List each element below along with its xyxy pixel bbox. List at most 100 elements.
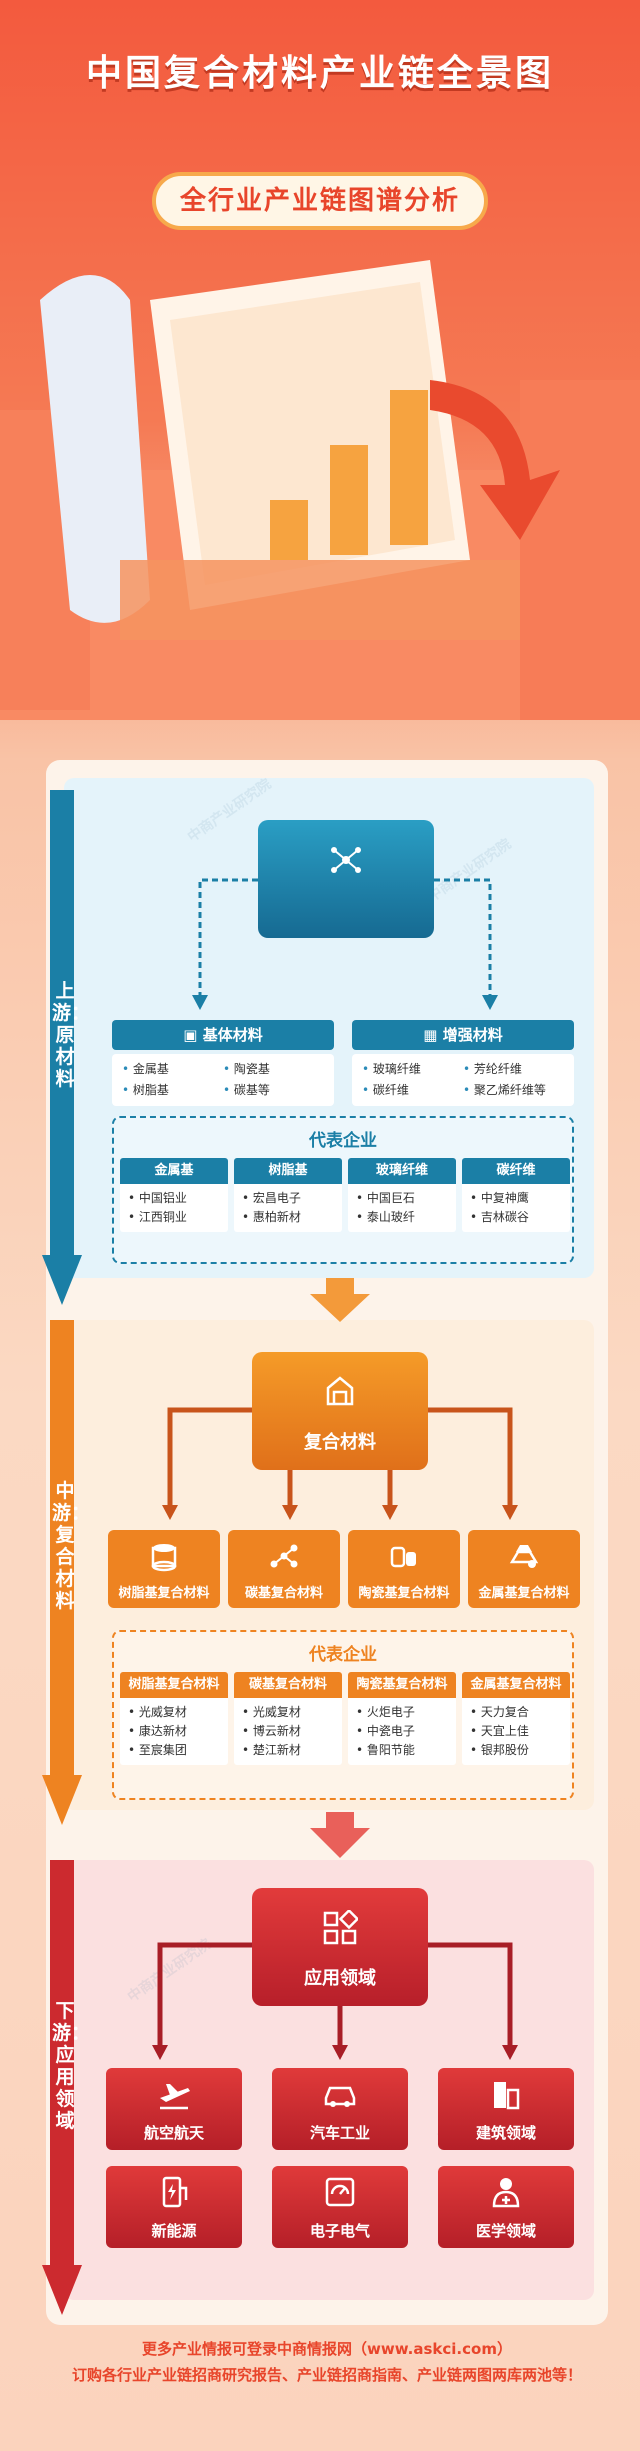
tile-label: 航空航天 xyxy=(143,2124,204,2142)
midstream-label: 中游：复合材料 xyxy=(52,1480,91,1612)
rep-column: 碳基复合材料 光威复材博云新材楚江新材 xyxy=(234,1672,342,1765)
reinforcement-material-title: ▦ 增强材料 xyxy=(352,1020,574,1050)
midstream-side-arrow xyxy=(42,1320,82,1825)
company-name: 宏昌电子 xyxy=(242,1189,334,1208)
grid-icon: ▦ xyxy=(423,1026,443,1044)
company-name: 楚江新材 xyxy=(242,1741,334,1760)
charging-pile-icon xyxy=(162,2176,188,2208)
hero-banner: 中国复合材料产业链全景图 全行业产业链图谱分析 xyxy=(0,0,640,720)
company-name: 中国巨石 xyxy=(356,1189,448,1208)
flow-down-arrow-icon xyxy=(310,1812,370,1858)
flow-down-arrow-icon xyxy=(310,1278,370,1322)
company-name: 中国铝业 xyxy=(128,1189,220,1208)
doctor-icon xyxy=(492,2178,520,2208)
representatives-title: 代表企业 xyxy=(309,1131,377,1151)
application-tile: 新能源 xyxy=(106,2166,242,2248)
airplane-icon xyxy=(160,2084,190,2110)
car-icon xyxy=(324,2086,356,2107)
subtitle-badge: 全行业产业链图谱分析 xyxy=(152,172,488,230)
meter-icon xyxy=(325,2177,355,2207)
composite-type-tile: 陶瓷基复合材料 xyxy=(348,1530,460,1608)
company-name: 江西铜业 xyxy=(128,1208,220,1227)
rep-column: 树脂基 宏昌电子惠柏新材 xyxy=(234,1158,342,1232)
list-item: 芳纶纤维 xyxy=(463,1060,564,1077)
rep-column-head: 陶瓷基复合材料 xyxy=(348,1672,456,1698)
company-name: 至宸集团 xyxy=(128,1741,220,1760)
raw-material-hub xyxy=(258,820,434,938)
application-tile: 电子电气 xyxy=(272,2166,408,2248)
representatives-title: 代表企业 xyxy=(309,1645,377,1665)
apps-grid-icon xyxy=(323,1910,358,1945)
rep-column: 陶瓷基复合材料 火炬电子中瓷电子鲁阳节能 xyxy=(348,1672,456,1765)
list-item: 聚乙烯纤维等 xyxy=(463,1081,564,1098)
page-title: 中国复合材料产业链全景图 xyxy=(85,53,554,94)
upstream-side-arrow xyxy=(42,790,82,1305)
downstream-side-arrow xyxy=(42,1860,82,2315)
rep-column-head: 树脂基 xyxy=(234,1158,342,1184)
hero-illustration xyxy=(0,260,640,720)
resin-barrel-icon xyxy=(151,1544,177,1572)
list-item: 陶瓷基 xyxy=(223,1060,324,1077)
upstream-label: 上游：原材料 xyxy=(52,980,91,1090)
list-item: 碳纤维 xyxy=(362,1081,463,1098)
downstream-label: 下游：应用领域 xyxy=(52,2000,91,2132)
composite-type-tile: 树脂基复合材料 xyxy=(108,1530,220,1608)
tile-label: 电子电气 xyxy=(309,2222,370,2240)
company-name: 火炬电子 xyxy=(356,1703,448,1722)
rep-column-head: 金属基复合材料 xyxy=(462,1672,570,1698)
footer-note: 更多产业情报可登录中商情报网（www.askci.com） 订购各行业产业链招商… xyxy=(46,2330,608,2425)
rep-column-head: 树脂基复合材料 xyxy=(120,1672,228,1698)
tile-label: 碳基复合材料 xyxy=(244,1586,323,1601)
company-name: 泰山玻纤 xyxy=(356,1208,448,1227)
matrix-material-title: ▣ 基体材料 xyxy=(112,1020,334,1050)
rep-column-head: 玻璃纤维 xyxy=(348,1158,456,1184)
reinforcement-material-list: 玻璃纤维 芳纶纤维 碳纤维 聚乙烯纤维等 xyxy=(352,1054,574,1106)
company-name: 光威复材 xyxy=(242,1703,334,1722)
company-name: 中复神鹰 xyxy=(470,1189,562,1208)
composite-material-hub: 复合材料 xyxy=(252,1352,428,1470)
list-item: 碳基等 xyxy=(223,1081,324,1098)
carbon-molecule-icon xyxy=(270,1544,298,1568)
upstream-representatives: 代表企业 金属基 中国铝业江西铜业 树脂基 宏昌电子惠柏新材 玻璃纤维 中国巨石… xyxy=(112,1116,574,1264)
reinforcement-title-text: 增强材料 xyxy=(442,1026,503,1044)
list-item: 树脂基 xyxy=(122,1081,223,1098)
matrix-material-list: 金属基 陶瓷基 树脂基 碳基等 xyxy=(112,1054,334,1106)
tile-label: 汽车工业 xyxy=(309,2124,370,2142)
tile-label: 医学领域 xyxy=(475,2222,536,2240)
rep-column: 树脂基复合材料 光威复材康达新材至宸集团 xyxy=(120,1672,228,1765)
layers-icon: ▣ xyxy=(183,1026,203,1044)
network-nodes-icon xyxy=(331,847,361,873)
list-item: 金属基 xyxy=(122,1060,223,1077)
company-name: 光威复材 xyxy=(128,1703,220,1722)
building-icon xyxy=(494,2082,520,2110)
composite-layers-icon xyxy=(326,1376,354,1406)
rep-column-head: 碳纤维 xyxy=(462,1158,570,1184)
tile-label: 建筑领域 xyxy=(475,2124,536,2142)
company-name: 惠柏新材 xyxy=(242,1208,334,1227)
midstream-representatives: 代表企业 树脂基复合材料 光威复材康达新材至宸集团 碳基复合材料 光威复材博云新… xyxy=(112,1630,574,1800)
rep-column: 金属基 中国铝业江西铜业 xyxy=(120,1158,228,1232)
company-name: 中瓷电子 xyxy=(356,1722,448,1741)
company-name: 天力复合 xyxy=(470,1703,562,1722)
footer-line: 更多产业情报可登录中商情报网（www.askci.com） xyxy=(142,2340,512,2358)
application-tile: 建筑领域 xyxy=(438,2068,574,2150)
company-name: 天宜上佳 xyxy=(470,1722,562,1741)
hub-label: 应用领域 xyxy=(304,1968,376,1989)
company-name: 康达新材 xyxy=(128,1722,220,1741)
bar-chart-icon xyxy=(270,390,428,560)
footer-line: 订购各行业产业链招商研究报告、产业链招商指南、产业链两图两库两池等！ xyxy=(71,2366,582,2384)
application-tile: 航空航天 xyxy=(106,2068,242,2150)
composite-type-tile: 碳基复合材料 xyxy=(228,1530,340,1608)
composite-type-tile: 金属基复合材料 xyxy=(468,1530,580,1608)
rep-column: 金属基复合材料 天力复合天宜上佳银邦股份 xyxy=(462,1672,570,1765)
tile-label: 树脂基复合材料 xyxy=(118,1586,210,1601)
metal-ingot-icon xyxy=(509,1545,539,1568)
company-name: 银邦股份 xyxy=(470,1741,562,1760)
application-tile: 汽车工业 xyxy=(272,2068,408,2150)
tile-label: 新能源 xyxy=(151,2222,197,2240)
hub-label: 复合材料 xyxy=(304,1432,376,1453)
paper-scroll-icon xyxy=(40,275,150,623)
company-name: 吉林碳谷 xyxy=(470,1208,562,1227)
rep-column-head: 金属基 xyxy=(120,1158,228,1184)
growth-arrow-icon xyxy=(430,380,560,540)
